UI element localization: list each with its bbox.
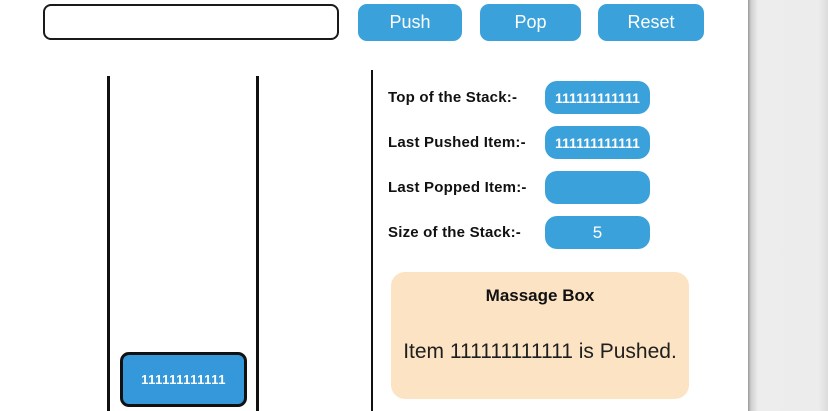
stack-container-right-wall — [256, 76, 259, 411]
stack-size-label: Size of the Stack:- — [388, 224, 521, 241]
push-value-input[interactable] — [43, 4, 339, 40]
info-row-last-popped: Last Popped Item:- — [388, 171, 650, 204]
message-box-title: Massage Box — [485, 286, 595, 305]
stack-size-value: 5 — [545, 216, 650, 249]
info-row-last-pushed: Last Pushed Item:- 111111111111 — [388, 126, 650, 159]
panel-divider — [371, 70, 373, 411]
last-pushed-value: 111111111111 — [545, 126, 650, 159]
info-row-top-of-stack: Top of the Stack:- 111111111111 — [388, 81, 650, 114]
pop-button[interactable]: Pop — [480, 4, 581, 41]
stack-container-left-wall — [107, 76, 110, 411]
top-of-stack-value: 111111111111 — [545, 81, 650, 114]
push-button[interactable]: Push — [358, 4, 462, 41]
message-box: Massage Box Item 111111111111 is Pushed. — [391, 272, 689, 399]
top-of-stack-label: Top of the Stack:- — [388, 89, 518, 106]
scrollbar-track[interactable] — [748, 0, 828, 411]
info-row-stack-size: Size of the Stack:- 5 — [388, 216, 650, 249]
last-pushed-label: Last Pushed Item:- — [388, 134, 526, 151]
reset-button[interactable]: Reset — [598, 4, 704, 41]
last-popped-value — [545, 171, 650, 204]
message-box-text: Item 111111111111 is Pushed. — [403, 340, 677, 363]
stack-item: 111111111111 — [120, 352, 247, 407]
last-popped-label: Last Popped Item:- — [388, 179, 527, 196]
